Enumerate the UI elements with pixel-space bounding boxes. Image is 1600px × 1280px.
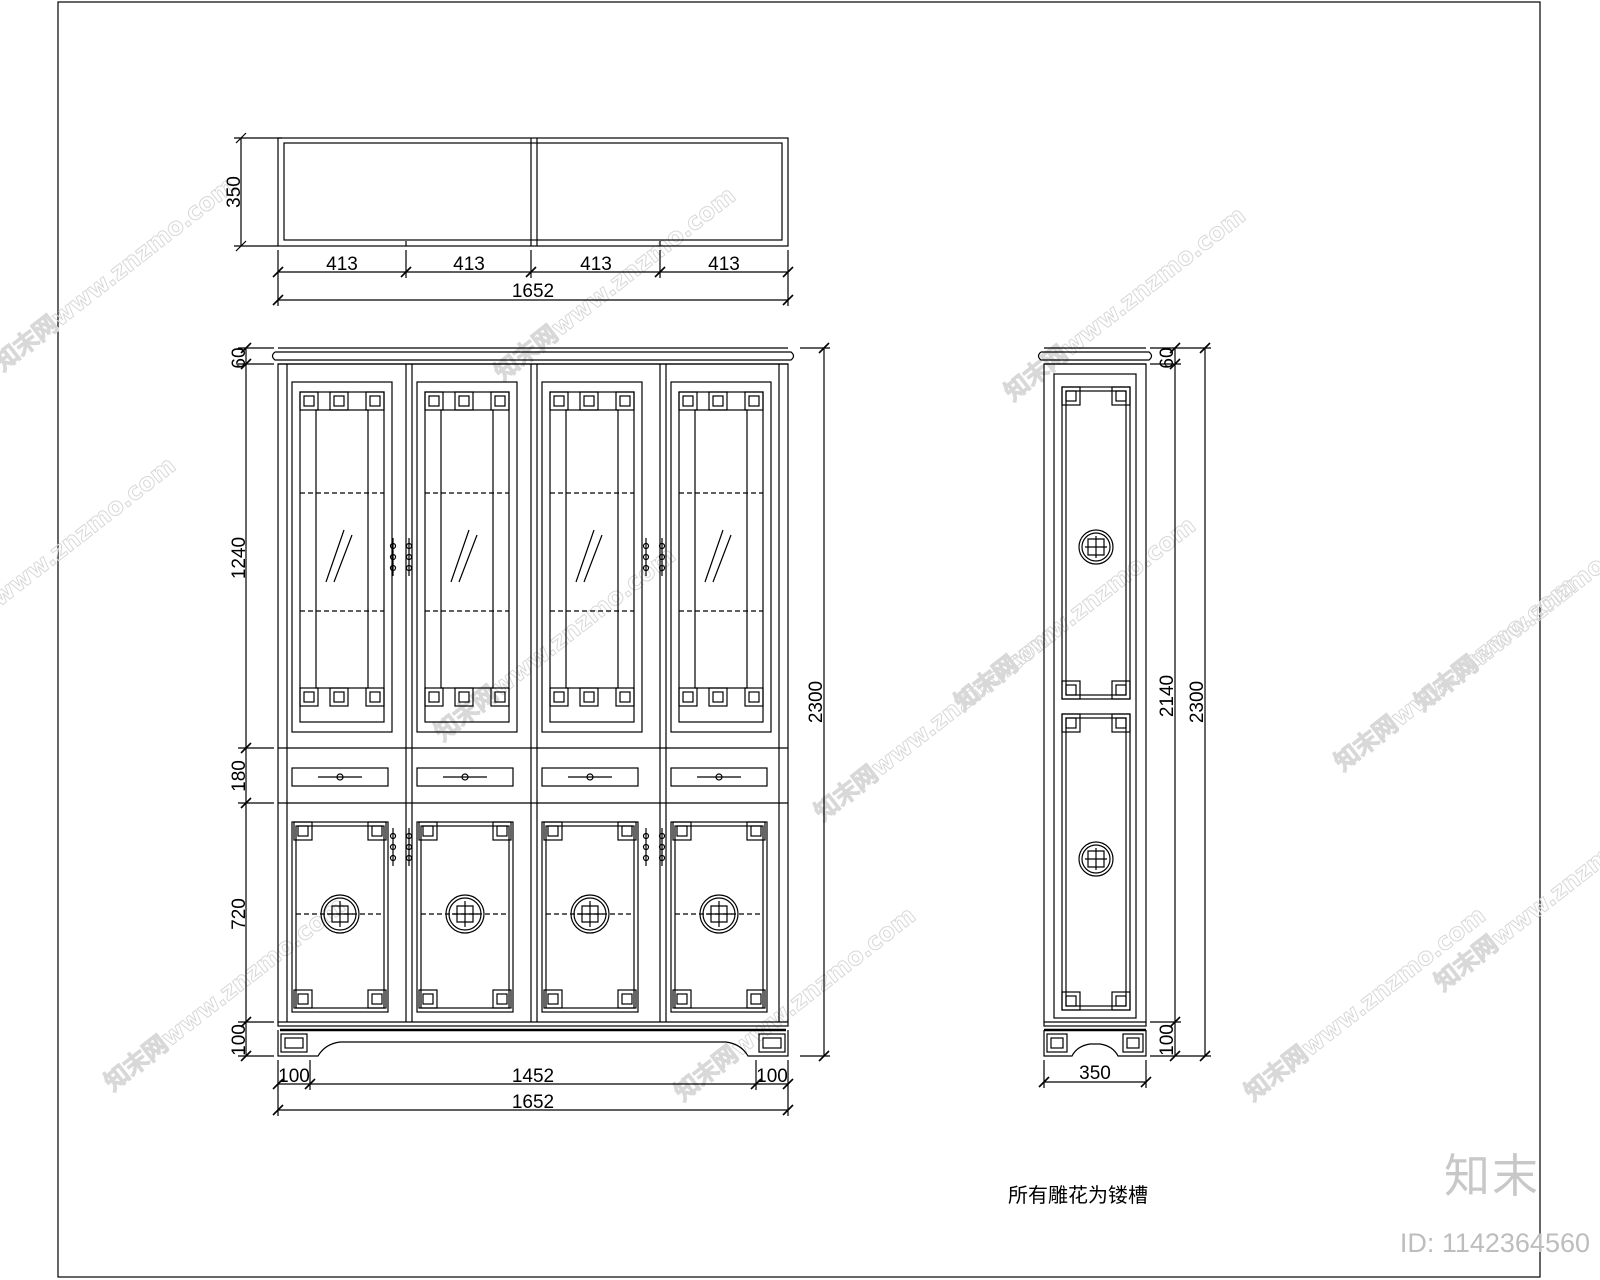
side-panel xyxy=(1061,713,1131,1011)
glass-door xyxy=(670,381,772,1013)
drawer xyxy=(291,767,389,787)
lower-door xyxy=(670,821,768,1013)
side-elevation xyxy=(1037,342,1211,1088)
plan-view xyxy=(234,132,794,306)
plan-bay-label: 413 xyxy=(453,254,485,275)
side-height-base-label: 100 xyxy=(1157,1024,1178,1056)
front-bottom-dim-label: 100 xyxy=(756,1066,788,1087)
glass-door xyxy=(291,381,393,1013)
drawer xyxy=(416,767,514,787)
side-overall-height-label: 2300 xyxy=(1187,681,1208,723)
side-inner-height-label: 2140 xyxy=(1157,675,1178,717)
watermark-text: 知末网www.znzmo.com xyxy=(99,891,351,1096)
glass-door xyxy=(416,381,518,1013)
watermark-text: 知末网www.znzmo.com xyxy=(1239,901,1491,1106)
glass-reflection xyxy=(704,529,732,583)
drawer xyxy=(541,767,639,787)
side-body xyxy=(1043,363,1147,1027)
watermark-text: 知末网www.znzmo.com xyxy=(999,201,1251,406)
drawer xyxy=(670,767,768,787)
front-overall-height-label: 2300 xyxy=(806,681,827,723)
watermark-text: 知末网www.znzmo.com xyxy=(0,171,241,376)
carved-medallion xyxy=(1078,529,1114,565)
glass-door xyxy=(541,381,643,1013)
watermark-text: 知末网www.znzmo.com xyxy=(429,541,681,746)
watermark-text: 知末网www.znzmo.com xyxy=(1329,571,1581,776)
front-height-lower-label: 720 xyxy=(229,898,250,930)
sheet-border xyxy=(57,1,1541,1278)
cabinet-body xyxy=(277,363,789,1027)
plan-bay-label: 413 xyxy=(580,254,612,275)
base-apron xyxy=(277,1030,789,1057)
side-panel xyxy=(1061,386,1131,700)
carved-medallion xyxy=(445,894,485,934)
brand-logo: 知末 xyxy=(1444,1149,1540,1203)
watermark-text: 知末网www.znzmo.com xyxy=(1429,791,1600,996)
carving-note: 所有雕花为镂槽 xyxy=(1008,1183,1148,1207)
front-bottom-dim-label: 1452 xyxy=(512,1066,554,1087)
watermark-text: 知末网www.znzmo.com xyxy=(809,621,1061,826)
side-height-top-label: 60 xyxy=(1157,347,1178,368)
front-bottom-dim-label: 100 xyxy=(278,1066,310,1087)
side-width-label: 350 xyxy=(1079,1063,1111,1084)
front-height-drawer-label: 180 xyxy=(229,760,250,792)
plan-bay-label: 413 xyxy=(326,254,358,275)
side-base xyxy=(1043,1030,1147,1057)
watermark-text: 知末网www.znzmo.com xyxy=(669,901,921,1106)
front-elevation xyxy=(238,342,830,1116)
front-height-top-label: 60 xyxy=(229,347,250,368)
lower-door xyxy=(416,821,514,1013)
plan-total-width-label: 1652 xyxy=(512,281,554,302)
carved-medallion xyxy=(570,894,610,934)
lower-door xyxy=(291,821,389,1013)
front-height-upper-label: 1240 xyxy=(229,537,250,579)
front-height-base-label: 100 xyxy=(229,1024,250,1056)
plan-bay-label: 413 xyxy=(708,254,740,275)
carved-medallion xyxy=(699,894,739,934)
watermark-text: 知末网www.znzmo.com xyxy=(0,451,181,656)
plan-depth-label: 350 xyxy=(224,176,245,208)
front-total-width-label: 1652 xyxy=(512,1092,554,1113)
carved-medallion xyxy=(320,894,360,934)
image-id: ID: 1142364560 xyxy=(1399,1228,1590,1258)
carved-medallion xyxy=(1078,841,1114,877)
glass-reflection xyxy=(450,529,478,583)
lower-door xyxy=(541,821,639,1013)
glass-reflection xyxy=(325,529,353,583)
plan-outline xyxy=(277,137,789,247)
glass-reflection xyxy=(575,529,603,583)
